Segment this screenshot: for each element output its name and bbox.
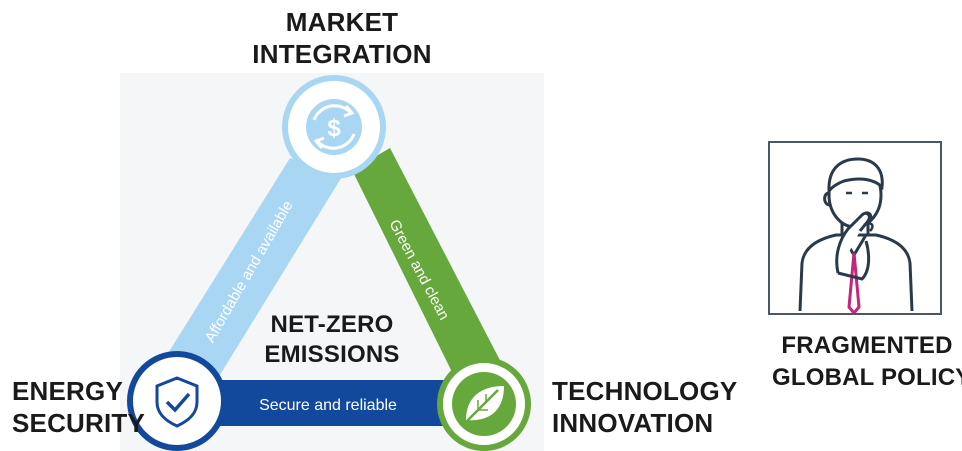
energy-security-node: [127, 351, 227, 451]
net-zero-line2: EMISSIONS: [264, 341, 400, 368]
market-integration-line2: INTEGRATION: [252, 39, 432, 69]
edge-bottom-band: [200, 380, 470, 426]
thinking-person-icon: [798, 157, 914, 316]
energy-security-label: ENERGY SECURITY: [12, 375, 145, 439]
net-zero-line1: NET-ZERO: [270, 311, 394, 338]
leaf-icon: [452, 372, 516, 436]
technology-innovation-node: [437, 357, 531, 451]
technology-innovation-line2: INNOVATION: [552, 408, 714, 438]
edge-left-band: [160, 158, 343, 383]
thinking-person-frame: [768, 141, 942, 316]
fragmented-global-policy-label: FRAGMENTED GLOBAL POLICY: [772, 330, 962, 394]
edge-bottom-text: Secure and reliable: [259, 397, 397, 414]
technology-innovation-line1: TECHNOLOGY: [552, 376, 738, 406]
market-integration-node: $: [282, 75, 386, 179]
shield-check-icon: [155, 376, 199, 428]
market-integration-line1: MARKET: [285, 7, 399, 37]
energy-security-line2: SECURITY: [12, 408, 146, 438]
market-integration-label: MARKET INTEGRATION: [240, 6, 444, 70]
svg-text:$: $: [327, 115, 341, 142]
edge-right-band: [352, 148, 505, 378]
net-zero-label: NET-ZERO EMISSIONS: [262, 310, 402, 370]
fragmented-line2: GLOBAL POLICY: [772, 364, 962, 391]
technology-innovation-label: TECHNOLOGY INNOVATION: [552, 375, 737, 439]
dollar-exchange-icon: $: [306, 99, 362, 155]
energy-security-line1: ENERGY: [12, 376, 124, 406]
fragmented-line1: FRAGMENTED: [781, 332, 953, 359]
